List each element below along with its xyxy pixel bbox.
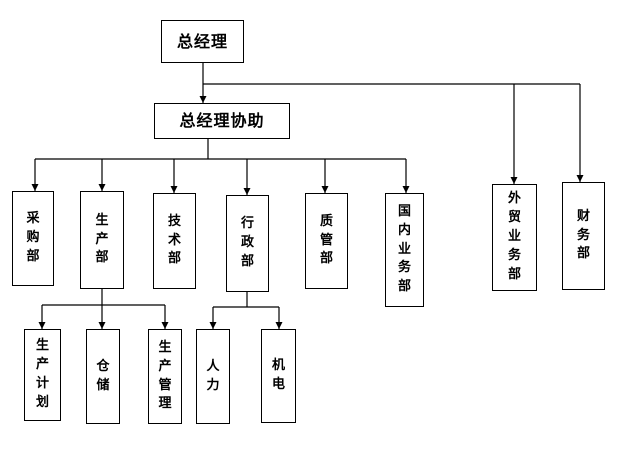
node-assistant: 总经理协助 xyxy=(154,103,290,139)
node-domestic-sales: 国内业务部 xyxy=(385,193,424,307)
node-warehouse: 仓储 xyxy=(86,329,120,424)
node-domestic-sales-label: 国内业务部 xyxy=(397,203,411,295)
node-purchasing: 采购部 xyxy=(12,191,54,286)
node-production-management: 生产管理 xyxy=(148,329,182,424)
node-quality: 质管部 xyxy=(305,193,348,289)
node-ceo: 总经理 xyxy=(161,20,244,63)
node-mechanical-electrical-label: 机电 xyxy=(271,358,285,392)
node-foreign-trade: 外贸业务部 xyxy=(492,184,537,291)
node-quality-label: 质管部 xyxy=(319,213,333,267)
node-administration-label: 行政部 xyxy=(240,216,254,269)
node-production-planning-label: 生产计划 xyxy=(35,338,49,410)
node-foreign-trade-label: 外贸业务部 xyxy=(507,191,521,282)
node-human-resources-label: 人力 xyxy=(206,358,220,393)
node-purchasing-label: 采购部 xyxy=(26,211,40,264)
node-mechanical-electrical: 机电 xyxy=(261,329,296,423)
node-warehouse-label: 仓储 xyxy=(96,358,110,393)
node-production-label: 生产部 xyxy=(95,212,109,266)
node-ceo-label: 总经理 xyxy=(176,31,228,51)
node-technology: 技术部 xyxy=(153,193,196,289)
node-assistant-label: 总经理协助 xyxy=(179,111,265,130)
node-administration: 行政部 xyxy=(226,195,269,292)
node-technology-label: 技术部 xyxy=(167,213,181,267)
node-finance-label: 财务部 xyxy=(576,208,590,262)
node-production: 生产部 xyxy=(80,191,124,289)
node-production-planning: 生产计划 xyxy=(24,329,61,421)
node-finance: 财务部 xyxy=(562,182,605,290)
node-production-management-label: 生产管理 xyxy=(158,339,172,412)
node-human-resources: 人力 xyxy=(196,329,230,424)
